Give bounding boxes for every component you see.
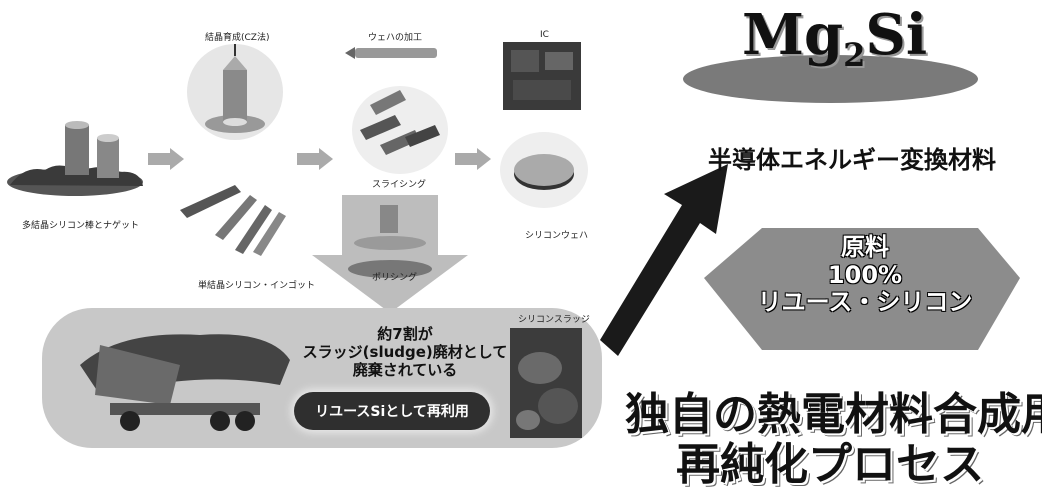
formula-mg: Mg [742, 2, 844, 68]
slicing-illustration [350, 85, 450, 175]
formula-subscript: 2 [843, 36, 866, 74]
flow-arrow-3 [455, 148, 491, 170]
single-ingot-label: 単結晶シリコン・インゴット [198, 281, 316, 291]
raw-material-pentagon [700, 228, 1020, 350]
ic-illustration [503, 42, 581, 110]
poly-silicon-illustration [5, 110, 145, 200]
truck-icon [80, 334, 290, 431]
wafer-processing-label: ウェハの加工 [368, 33, 423, 43]
polishing-down-arrow [312, 195, 468, 313]
slicing-icon [352, 86, 448, 174]
sludge-image-icon [510, 328, 582, 438]
crystal-growth-label: 結晶育成(CZ法) [205, 33, 270, 43]
waste-text: 約7割が スラッジ(sludge)廃材として 廃棄されている [300, 325, 510, 379]
ic-chip-icon [503, 42, 581, 110]
flow-arrow-2 [297, 148, 333, 170]
wafer-label: シリコンウェハ [525, 231, 589, 241]
big-arrow-icon [600, 164, 728, 356]
raw-material-line-3: リユース・シリコン [757, 288, 973, 316]
waste-line-1: 約7割が [377, 325, 433, 343]
process-name-line-1: 独自の熱電材料合成用 [625, 389, 1042, 440]
up-right-arrow [600, 150, 740, 365]
formula-si: Si [865, 2, 928, 68]
raw-material-line-2: 100% [827, 261, 903, 289]
sludge-photo [510, 328, 582, 438]
down-arrow-icon [312, 195, 468, 313]
ingot-icon [180, 185, 286, 256]
flow-arrow-1 [148, 148, 184, 170]
slicing-label: スライシング [372, 180, 427, 190]
reuse-label: リユースSiとして再利用 [315, 404, 469, 420]
mg2si-ellipse [683, 55, 978, 103]
sludge-photo-label: シリコンスラッジ [518, 315, 590, 325]
dump-truck-illustration [80, 325, 290, 435]
wafer-icon [500, 132, 588, 208]
reuse-badge: リユースSiとして再利用 [294, 392, 490, 430]
cz-furnace-icon [187, 44, 283, 140]
product-subtitle: 半導体エネルギー変換材料 [708, 146, 996, 174]
process-name-line-2: 再純化プロセス [676, 439, 984, 490]
pentagon-shape-icon [704, 228, 1020, 350]
wafer-illustration [498, 130, 590, 210]
mg2si-formula: Mg2Si [742, 2, 927, 74]
polishing-label: ポリシング [372, 273, 418, 283]
raw-material-text: 原料 100% リユース・シリコン [740, 232, 990, 316]
waste-line-3: 廃棄されている [352, 361, 458, 379]
ingot-illustration [175, 180, 295, 260]
wafer-rod-illustration [345, 42, 445, 64]
rod-icon [345, 47, 437, 59]
poly-nugget-label: 多結晶シリコン棒とナゲット [22, 221, 140, 231]
crystal-growth-illustration [185, 42, 285, 142]
ic-label: IC [540, 30, 549, 40]
waste-line-2: スラッジ(sludge)廃材として [302, 343, 508, 361]
raw-material-line-1: 原料 [841, 233, 889, 261]
poly-silicon-icon [7, 121, 143, 196]
